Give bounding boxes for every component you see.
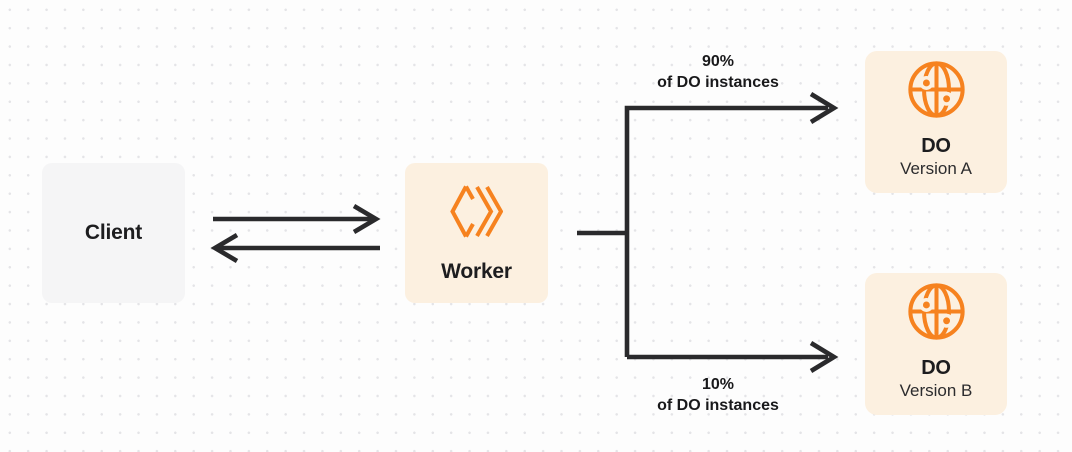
do-b-subtitle: Version B [899, 381, 973, 400]
worker-icon-chevron-2 [485, 186, 503, 237]
globe-dot-1 [918, 297, 933, 312]
worker-icon-bottom-stub [464, 223, 475, 238]
workers-chevrons-icon [450, 185, 503, 238]
globe-icon [907, 61, 965, 118]
do-version-b-node: DO Version B [865, 273, 1007, 415]
worker-to-client-arrowhead-icon [210, 233, 239, 263]
globe-icon [907, 283, 965, 340]
do-b-title: DO [921, 357, 951, 379]
do-a-subtitle: Version A [900, 159, 972, 178]
branch-a-percent: 90% [701, 53, 735, 70]
branch-bottom-arrowhead-icon [809, 341, 839, 373]
worker-node: Worker [405, 163, 548, 303]
worker-icon-diamond-left [450, 185, 468, 238]
client-label: Client [84, 221, 143, 244]
globe-dot-2 [939, 91, 954, 106]
globe-dot-2 [939, 313, 954, 328]
branch-top-arrowhead-icon [809, 92, 839, 124]
client-to-worker-arrowhead-icon [352, 204, 381, 234]
branch-line-top [624, 105, 828, 357]
do-version-a-node: DO Version A [865, 51, 1007, 193]
branch-b-percent: 10% [701, 376, 735, 393]
worker-label: Worker [441, 260, 512, 283]
bran-a-caption: of DO instances [657, 74, 779, 91]
branch-b-caption: of DO instances [657, 397, 779, 414]
branch-a-label: 90% of DO instances [600, 51, 836, 93]
client-node: Client [42, 163, 185, 303]
branch-b-label: 10% of DO instances [600, 374, 836, 416]
worker-icon-chevron-1 [475, 186, 494, 237]
globe-dot-1 [918, 75, 933, 90]
worker-icon-top-stub [464, 185, 475, 200]
do-a-title: DO [921, 135, 951, 157]
